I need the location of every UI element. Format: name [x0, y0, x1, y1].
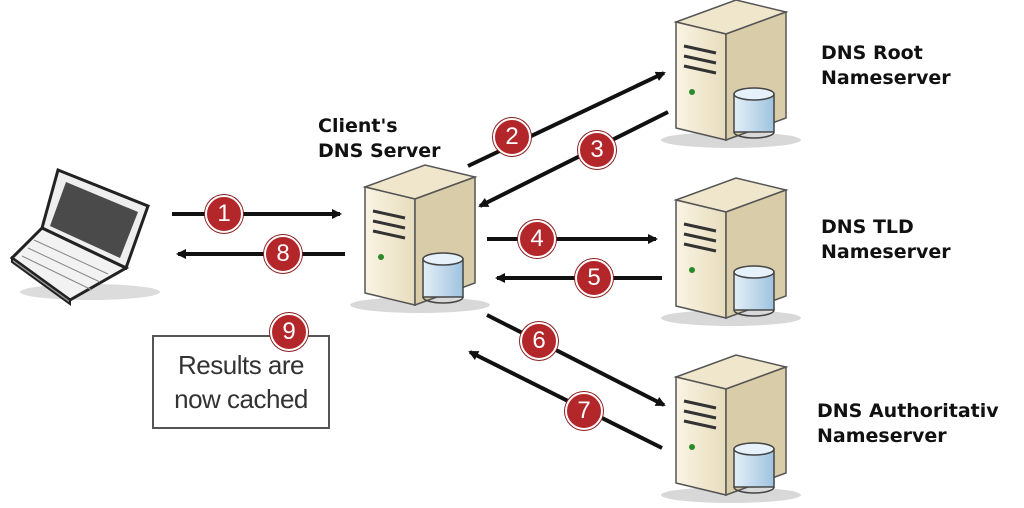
client-dns-server-icon: [348, 163, 492, 315]
step-badge-6: 6: [520, 322, 558, 360]
client-dns-label-line1: Client's: [318, 115, 398, 137]
tld-nameserver-icon: [659, 176, 803, 328]
arrow-step-7: [468, 350, 663, 450]
step-badge-1: 1: [205, 195, 243, 233]
tld-label-line1: DNS TLD: [821, 216, 914, 238]
cache-note-line2: now cached: [174, 384, 308, 414]
cache-note-box: Results are now cached: [152, 335, 330, 429]
cache-note-line1: Results are: [178, 350, 305, 380]
step-badge-9: 9: [270, 313, 308, 351]
tld-label-line2: Nameserver: [821, 241, 951, 263]
client-dns-server-label: Client's DNS Server: [318, 114, 441, 164]
step-badge-3: 3: [578, 131, 616, 169]
auth-label-line1: DNS Authoritativ: [817, 400, 999, 422]
auth-label-line2: Nameserver: [817, 425, 947, 447]
step-badge-7: 7: [565, 392, 603, 430]
step-badge-8: 8: [264, 235, 302, 273]
arrow-step-3: [478, 110, 669, 208]
root-label-line2: Nameserver: [821, 67, 951, 89]
tld-nameserver-label: DNS TLD Nameserver: [821, 215, 951, 265]
root-label-line1: DNS Root: [821, 42, 923, 64]
arrow-step-6: [486, 313, 666, 407]
step-badge-5: 5: [575, 259, 613, 297]
client-dns-label-line2: DNS Server: [318, 140, 441, 162]
authoritative-nameserver-label: DNS Authoritativ Nameserver: [817, 399, 999, 449]
laptop-icon: [9, 167, 160, 306]
authoritative-nameserver-icon: [659, 353, 803, 505]
root-nameserver-icon: [659, 0, 803, 150]
step-badge-2: 2: [493, 118, 531, 156]
arrow-step-2: [467, 71, 666, 168]
step-badge-4: 4: [518, 220, 556, 258]
root-nameserver-label: DNS Root Nameserver: [821, 41, 951, 91]
